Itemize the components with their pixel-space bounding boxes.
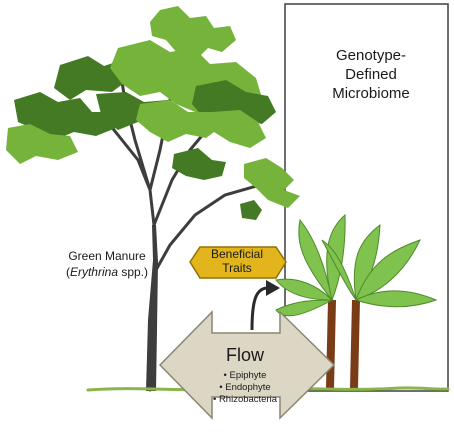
tree-trunk	[146, 225, 158, 391]
green-manure-tree	[6, 6, 300, 392]
microbiome-title: Genotype- Defined Microbiome	[332, 47, 410, 102]
beneficial-traits-shape	[189, 246, 287, 279]
species-paren-open: (	[65, 265, 70, 279]
flow-item: Rhizobacteria	[205, 394, 285, 406]
green-manure-label: Green Manure (Erythrina spp.)	[42, 248, 172, 280]
green-manure-name: Green Manure	[68, 249, 146, 263]
flow-list: Epiphyte Endophyte Rhizobacteria	[205, 370, 285, 406]
green-manure-species: (Erythrina spp.)	[42, 264, 172, 280]
curved-arrow	[250, 280, 280, 331]
banana-leaves	[275, 213, 438, 317]
flow-item: Epiphyte	[205, 370, 285, 382]
beneficial-traits-label: Beneficial Traits	[210, 247, 264, 275]
banana-trunk-right	[350, 300, 360, 388]
banana-trunk-left	[326, 300, 336, 388]
flow-title: Flow	[225, 345, 264, 365]
tree-canopy	[6, 6, 300, 220]
species-name: Erythrina	[69, 265, 118, 279]
flow-item: Endophyte	[205, 382, 285, 394]
species-suffix: spp.)	[118, 265, 149, 279]
